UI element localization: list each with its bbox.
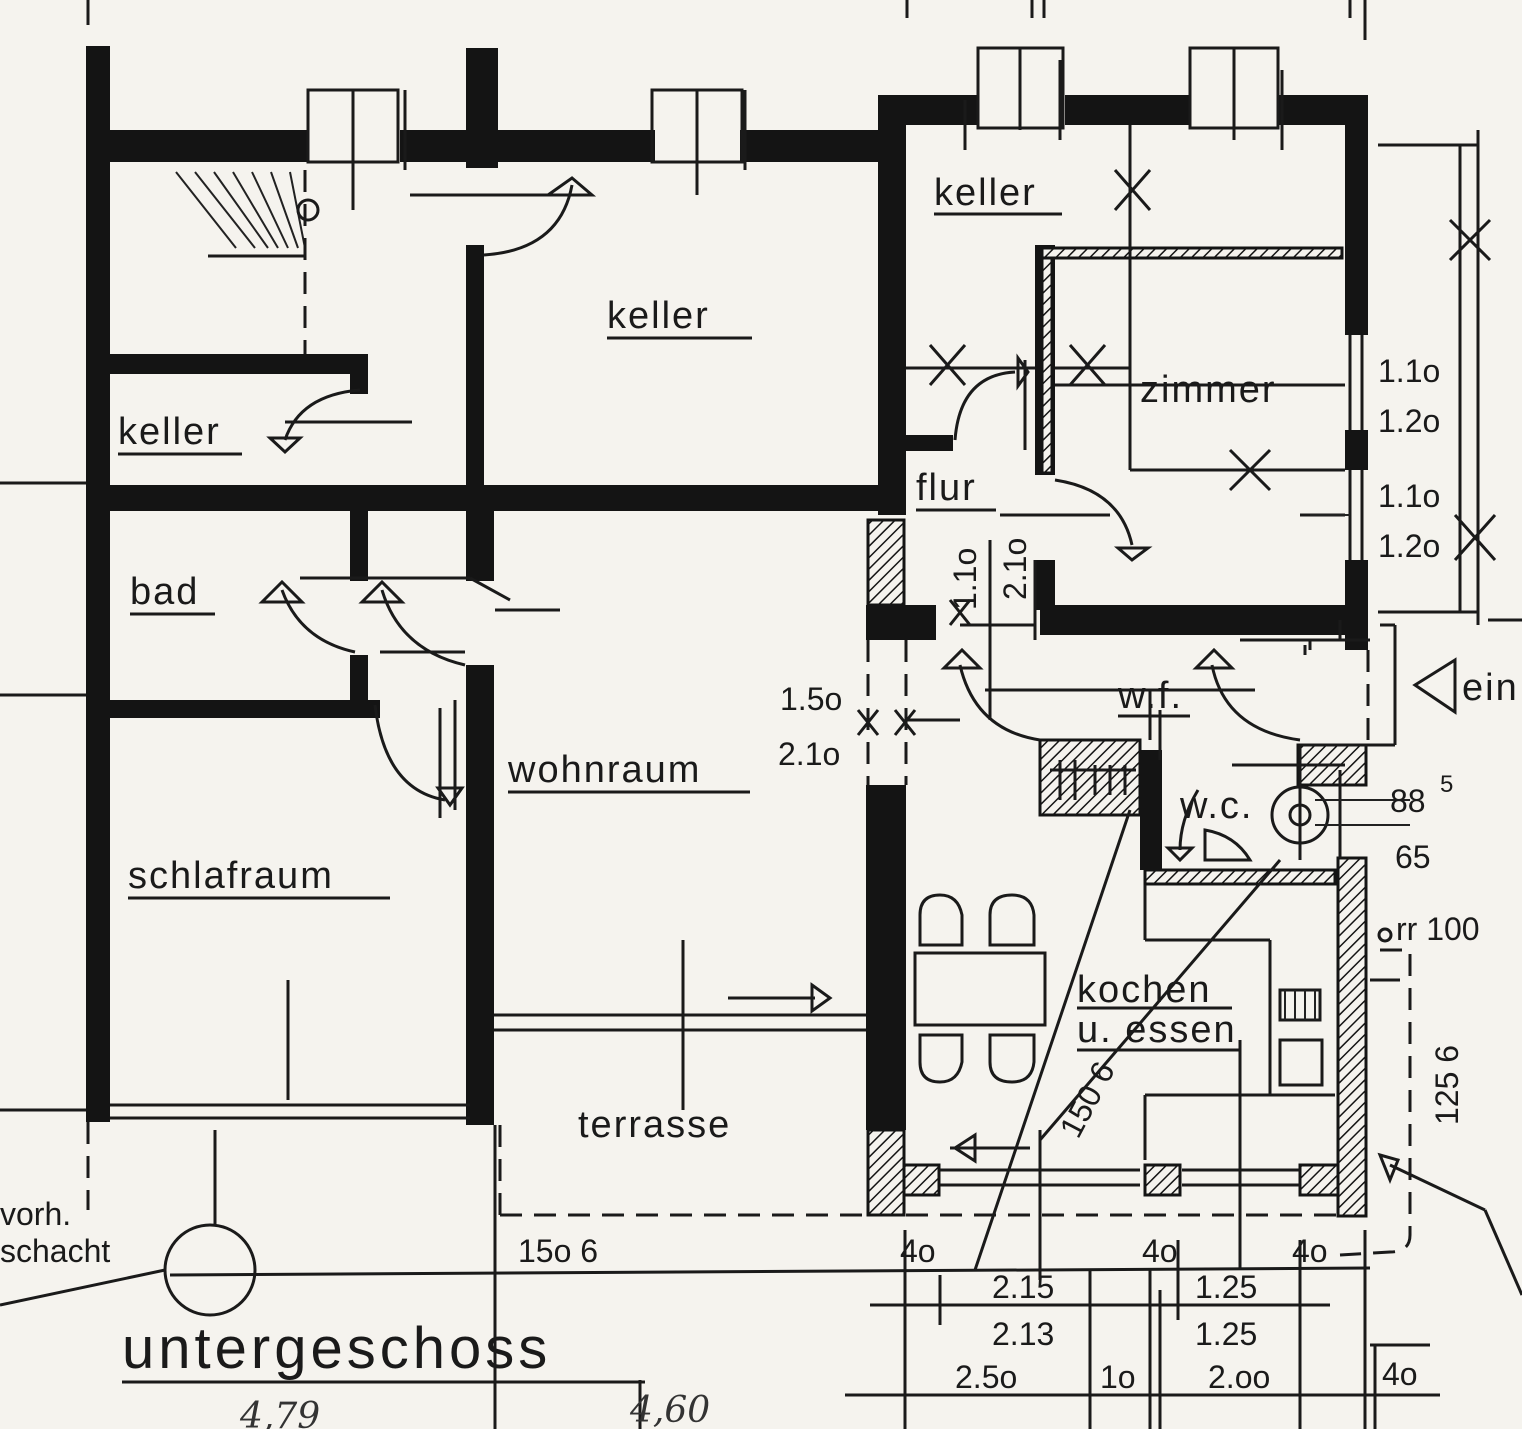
dim-d1b: 2.1o: [778, 736, 840, 772]
dim-wc2: 65: [1395, 839, 1431, 875]
dim-v125: 125 6: [1429, 1045, 1465, 1125]
dim-r3b: 1o: [1100, 1359, 1136, 1395]
dimension-labels: 1.1o 1.2o 1.1o 1.2o 1.5o 2.1o 1.1o 2.1o …: [518, 353, 1480, 1395]
label-bad: bad: [130, 571, 199, 613]
handwritten-note-1: 4,79: [239, 1396, 320, 1429]
dim-b40a: 4o: [900, 1233, 936, 1269]
handwritten-note-2: 4,60: [629, 1390, 710, 1429]
dim-r2a: 2.13: [992, 1316, 1054, 1352]
dim-b150: 15o 6: [518, 1233, 598, 1269]
dim-flur-v1: 1.1o: [947, 548, 983, 610]
dim-z1a: 1.1o: [1378, 353, 1440, 389]
dim-diag150: 150 6: [1052, 1056, 1121, 1144]
label-ein: ein: [1462, 667, 1519, 709]
dim-r1b: 1.25: [1195, 1269, 1257, 1305]
label-keller-left: keller: [118, 411, 221, 453]
dim-r3c: 2.oo: [1208, 1359, 1270, 1395]
dim-flur-v2: 2.1o: [997, 538, 1033, 600]
dim-b40c: 4o: [1292, 1233, 1328, 1269]
dim-b40b: 4o: [1142, 1233, 1178, 1269]
label-wf: w.f.: [1117, 675, 1183, 717]
hatched-walls: [866, 246, 1368, 1218]
dim-r1a: 2.15: [992, 1269, 1054, 1305]
door-swings: [258, 176, 1301, 1164]
dim-d1a: 1.5o: [780, 681, 842, 717]
label-kochen: kochen: [1077, 969, 1212, 1011]
label-schlafraum: schlafraum: [128, 855, 334, 897]
label-wc: w.c.: [1179, 785, 1253, 827]
plan-title-group: untergeschoss 4,79 4,60: [122, 1316, 710, 1429]
label-schacht-1: vorh.: [0, 1196, 71, 1232]
label-u-essen: u. essen: [1077, 1009, 1237, 1051]
dim-z2a: 1.1o: [1378, 478, 1440, 514]
dim-rr: rr 100: [1396, 911, 1480, 947]
label-schacht-2: schacht: [0, 1233, 110, 1269]
plan-title: untergeschoss: [122, 1316, 551, 1381]
dim-z1b: 1.2o: [1378, 403, 1440, 439]
label-zimmer: zimmer: [1140, 369, 1277, 411]
staircase: [175, 170, 320, 354]
label-keller-main: keller: [607, 295, 710, 337]
interior-lines: [286, 125, 1457, 1280]
room-labels: keller keller keller zimmer flur bad woh…: [0, 172, 1519, 1269]
walls: [86, 46, 1368, 1130]
x-marks: [856, 169, 1497, 736]
dim-wc1-sup: 5: [1440, 771, 1453, 798]
label-terrasse: terrasse: [578, 1104, 731, 1146]
dim-z2b: 1.2o: [1378, 528, 1440, 564]
top-stubs: [86, 0, 1367, 40]
dim-r3a: 2.5o: [955, 1359, 1017, 1395]
dashed-outlines: [86, 640, 1412, 1257]
dim-r2b: 1.25: [1195, 1316, 1257, 1352]
label-keller-right: keller: [934, 172, 1037, 214]
dim-wc1: 88: [1390, 783, 1426, 819]
dimension-lines: [0, 481, 1522, 1429]
label-flur: flur: [916, 467, 977, 509]
label-wohnraum: wohnraum: [507, 749, 701, 791]
dim-r3d: 4o: [1382, 1356, 1418, 1392]
